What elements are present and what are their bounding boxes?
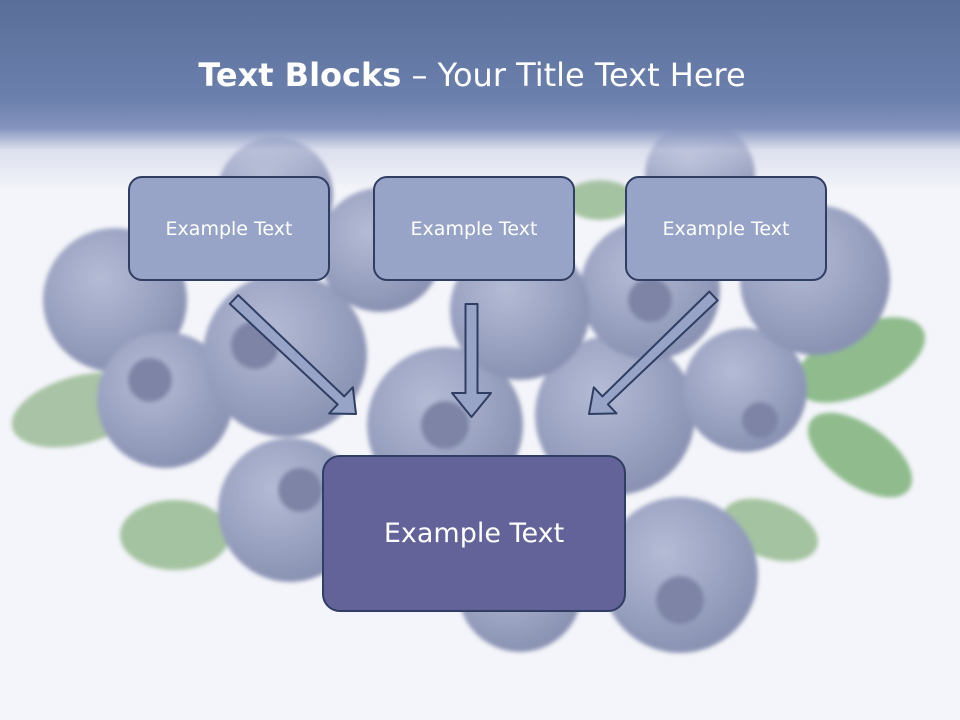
arrow-down-right [228,294,357,415]
text-block-top-right-label: Example Text [662,217,790,240]
text-block-bottom-label: Example Text [383,518,565,549]
slide-title: Text Blocks – Your Title Text Here [0,50,944,100]
text-block-top-left-label: Example Text [165,217,293,240]
text-block-top-left[interactable]: Example Text [128,176,330,281]
text-block-top-right[interactable]: Example Text [625,176,827,281]
arrow-down [451,303,492,418]
title-banner [0,0,960,190]
title-rest: Your Title Text Here [437,56,746,94]
text-block-top-center-label: Example Text [410,217,538,240]
text-block-top-center[interactable]: Example Text [373,176,575,281]
title-bold-part: Text Blocks [198,56,402,94]
arrow-down-left [588,290,719,415]
title-dash: – [401,56,438,94]
text-block-bottom[interactable]: Example Text [322,455,626,612]
